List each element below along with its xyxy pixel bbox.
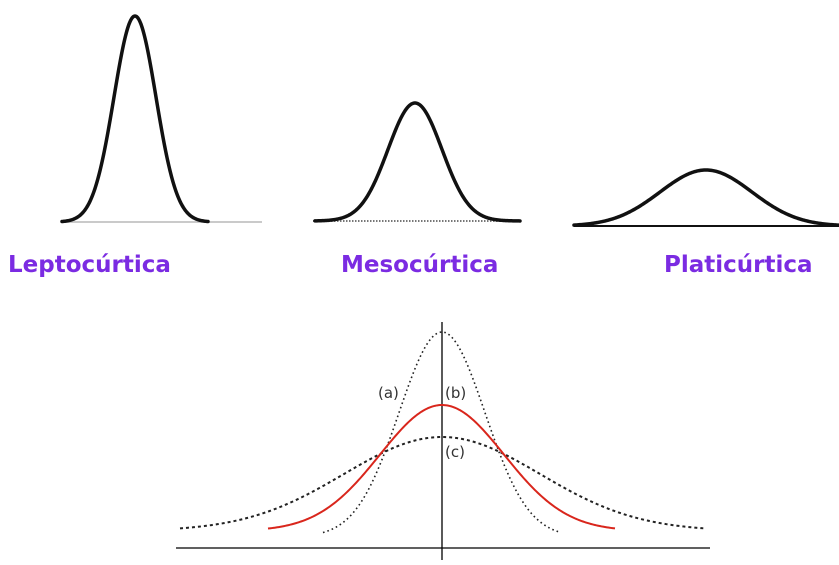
leptokurtic-curve [60,14,210,224]
curve-a-leptokurtic [322,331,561,534]
curve-c-tag: (c) [445,443,465,461]
mesokurtic-curve [313,101,522,223]
leptokurtic-label: Leptocúrtica [8,252,171,278]
mesokurtic-panel [313,101,522,223]
leptokurtic-panel [60,14,262,224]
platykurtic-curve [572,168,839,227]
curve-b-mesokurtic [267,403,616,530]
curve-a-tag: (a) [378,384,399,402]
curve-b-tag: (b) [445,384,466,402]
comparison-panel: (a) (b) (c) [176,322,710,560]
platykurtic-panel [572,168,839,227]
platykurtic-label: Platicúrtica [664,252,813,278]
mesokurtic-label: Mesocúrtica [341,252,499,278]
